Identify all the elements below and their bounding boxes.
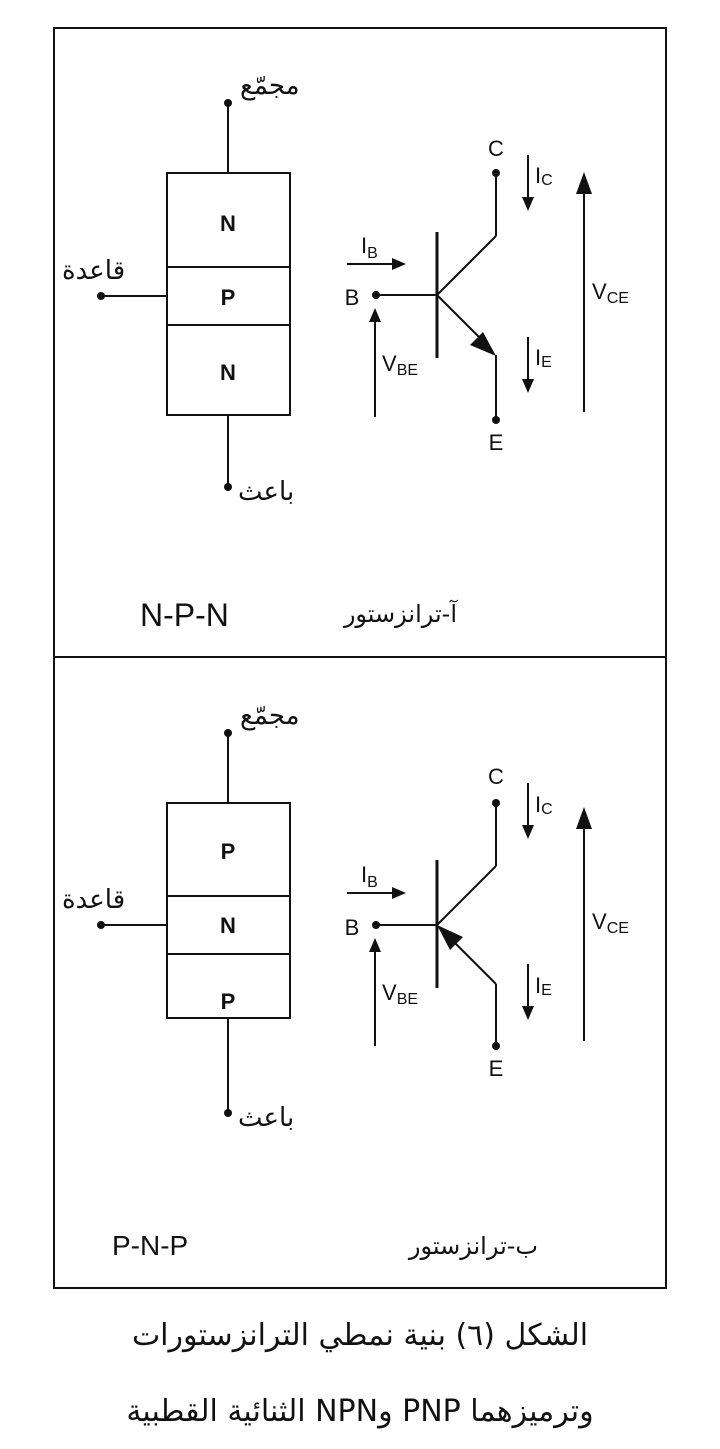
npn-terminal-b: B: [345, 285, 360, 310]
pnp-terminal-b: B: [345, 915, 360, 940]
npn-vbe-label: VBE: [382, 351, 418, 379]
pnp-collector-label: مجمّع: [240, 701, 300, 731]
pnp-vbe-arrowhead: [369, 938, 381, 952]
pnp-base-label: قاعدة: [62, 885, 125, 915]
npn-vce-arrowhead: [576, 172, 592, 194]
pnp-base-dot: [97, 921, 105, 929]
pnp-vbe-label: VBE: [382, 980, 418, 1008]
npn-layer-1: N: [220, 211, 236, 236]
pnp-c-dot: [492, 799, 500, 807]
pnp-ib-label: IB: [361, 862, 378, 891]
npn-caption-code: N-P-N: [140, 597, 229, 633]
npn-layer-3: N: [220, 360, 236, 385]
pnp-emitter-wire: [451, 939, 497, 985]
npn-emitter-wire: [436, 294, 483, 341]
pnp-layer-3: P: [221, 989, 236, 1014]
npn-base-label: قاعدة: [62, 256, 125, 286]
pnp-e-dot: [492, 1042, 500, 1050]
pnp-structure: [101, 733, 291, 1113]
npn-caption-arabic: آ-ترانزستور: [343, 599, 459, 628]
npn-ic-label: IC: [535, 163, 553, 189]
npn-symbol: [376, 173, 497, 420]
npn-ie-label: IE: [535, 345, 552, 371]
pnp-emitter-arrow: [437, 925, 463, 950]
panel-pnp: P N P مجمّع قاعدة باعث C B E: [62, 701, 629, 1261]
figure-caption-line-1: الشكل (٦) بنية نمطي الترانزستورات: [132, 1318, 588, 1353]
panel-npn: N P N مجمّع قاعدة باعث C B E: [62, 71, 629, 633]
pnp-block: [166, 802, 291, 1019]
pnp-vce-arrowhead: [576, 807, 592, 829]
pnp-caption-arabic: ب-ترانزستور: [408, 1232, 538, 1260]
npn-arrows: [347, 155, 585, 417]
pnp-ie-label: IE: [535, 973, 552, 999]
pnp-layer-2: N: [220, 913, 236, 938]
npn-vbe-arrowhead: [369, 308, 381, 322]
npn-collector-label: مجمّع: [240, 71, 300, 101]
npn-emitter-dot: [224, 483, 232, 491]
npn-base-dot: [97, 292, 105, 300]
npn-terminal-e: E: [489, 430, 504, 455]
npn-structure: [101, 103, 291, 487]
pnp-ie-arrowhead: [522, 1006, 534, 1020]
pnp-layer-1: P: [221, 839, 236, 864]
npn-ib-label: IB: [361, 233, 378, 262]
pnp-terminal-e: E: [489, 1056, 504, 1081]
npn-ib-arrowhead: [392, 258, 406, 270]
npn-ie-arrowhead: [522, 379, 534, 393]
figure-caption-line-2: الثنائية القطبية NPNو PNP وترميزهما: [126, 1394, 593, 1429]
pnp-b-dot: [372, 921, 380, 929]
pnp-collector-dot: [224, 729, 232, 737]
pnp-emitter-label: باعث: [238, 1103, 294, 1133]
pnp-symbol: [376, 803, 497, 1046]
npn-vce-label: VCE: [592, 279, 629, 307]
npn-emitter-arrow: [470, 332, 496, 356]
pnp-ic-label: IC: [535, 792, 553, 818]
pnp-vce-label: VCE: [592, 909, 629, 937]
pnp-ic-arrowhead: [522, 825, 534, 839]
pnp-arrows: [347, 783, 585, 1046]
npn-c-dot: [492, 169, 500, 177]
npn-collector-dot: [224, 99, 232, 107]
npn-emitter-label: باعث: [238, 477, 294, 507]
pnp-collector-wire: [436, 865, 497, 926]
pnp-emitter-dot: [224, 1109, 232, 1117]
pnp-ib-arrowhead: [392, 887, 406, 899]
npn-layer-2: P: [221, 285, 236, 310]
npn-terminal-c: C: [488, 136, 504, 161]
npn-b-dot: [372, 291, 380, 299]
npn-e-dot: [492, 416, 500, 424]
pnp-terminal-c: C: [488, 764, 504, 789]
npn-collector-wire: [436, 235, 497, 296]
npn-ic-arrowhead: [522, 197, 534, 211]
pnp-caption-code: P-N-P: [112, 1230, 188, 1261]
